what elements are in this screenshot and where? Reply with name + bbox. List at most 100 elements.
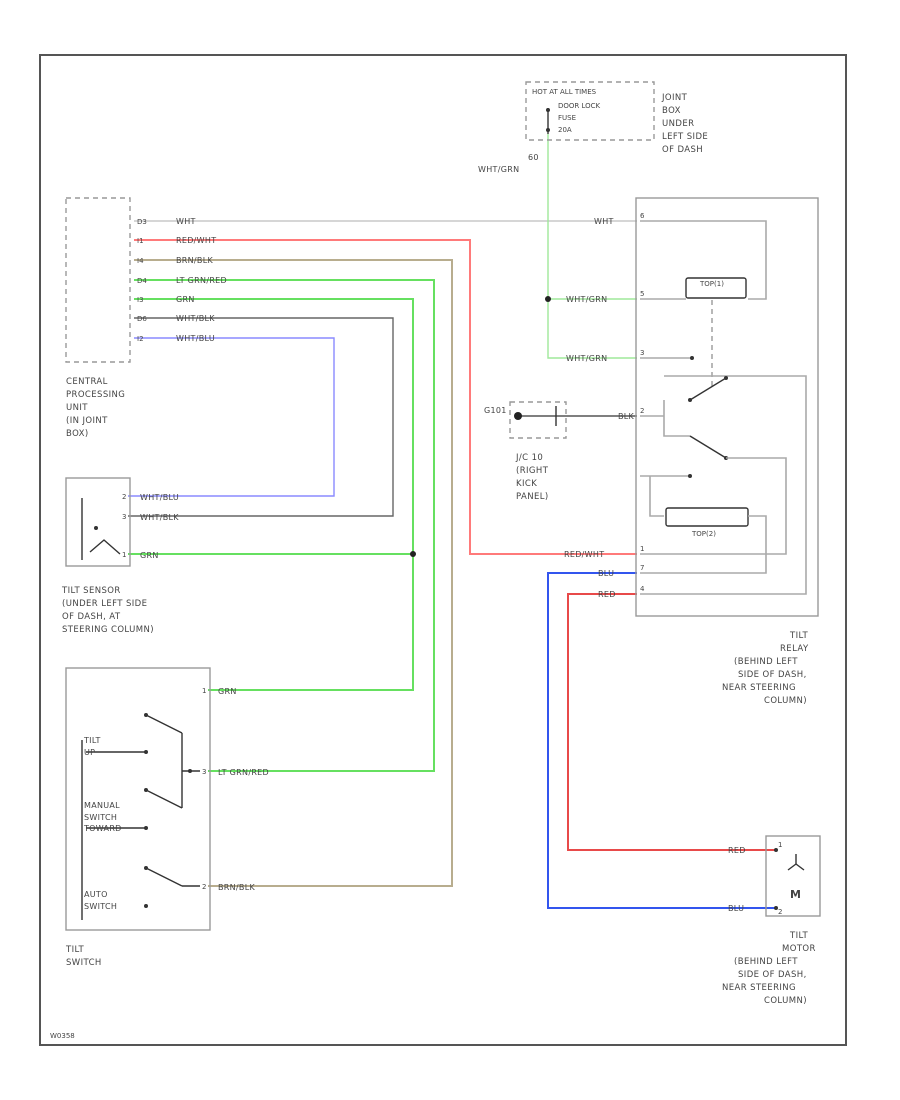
svg-text:M: M (790, 888, 801, 901)
relay-caption-3: (BEHIND LEFT (734, 657, 798, 667)
relay-caption-2: RELAY (780, 644, 809, 654)
svg-text:2: 2 (778, 908, 782, 916)
wire-cpu-i3-grn (134, 298, 414, 691)
svg-text:RED/WHT: RED/WHT (176, 236, 216, 245)
wire-cpu-i1-red-wht (134, 239, 637, 555)
fuse-location-2: BOX (662, 106, 681, 116)
svg-text:I3: I3 (137, 296, 144, 304)
switch-label-switch-1: SWITCH (84, 813, 117, 822)
svg-text:3: 3 (640, 349, 644, 357)
svg-text:2: 2 (640, 407, 644, 415)
fuse-wire-color: WHT/GRN (478, 165, 519, 174)
sensor-caption-3: OF DASH, AT (62, 612, 121, 622)
svg-text:3: 3 (122, 513, 126, 521)
relay-caption-4: SIDE OF DASH, (738, 670, 807, 680)
motor-caption-3: (BEHIND LEFT (734, 957, 798, 967)
sensor-pin-2: 2 WHT/BLU (122, 493, 179, 502)
splice-dot-grn (410, 551, 416, 557)
svg-text:WHT/BLU: WHT/BLU (176, 334, 215, 343)
cpu-caption-1: CENTRAL (66, 377, 108, 387)
fuse-location-5: OF DASH (662, 145, 703, 155)
cpu-pin-d4: D4 LT GRN/RED (137, 276, 227, 285)
relay-pin-2: 2 (640, 407, 644, 415)
central-processing-unit: D3 WHT I1 RED/WHT I4 BRN/BLK D4 LT GRN/R… (65, 197, 227, 439)
switch-caption-1: TILT (65, 945, 84, 955)
svg-text:BRN/BLK: BRN/BLK (218, 883, 255, 892)
switch-pin-2: 2 BRN/BLK (202, 883, 255, 892)
svg-text:I2: I2 (137, 335, 144, 343)
ground-caption-4: PANEL) (516, 492, 549, 502)
relay-pin-1: 1 RED/WHT (564, 545, 644, 559)
svg-text:BRN/BLK: BRN/BLK (176, 256, 213, 265)
cpu-caption-4: (IN JOINT (66, 416, 108, 426)
svg-text:1: 1 (202, 687, 206, 695)
fuse-location-4: LEFT SIDE (662, 132, 708, 142)
svg-text:7: 7 (640, 564, 644, 572)
svg-text:WHT/BLK: WHT/BLK (140, 513, 179, 522)
diagram-frame (39, 54, 847, 1046)
ground-junction: G101 BLK J/C 10 (RIGHT KICK PANEL) (484, 401, 635, 502)
relay-coil-top1: TOP(1) (699, 280, 724, 288)
motor-caption-2: MOTOR (782, 944, 816, 954)
svg-text:D3: D3 (137, 218, 147, 226)
wire-cpu-d6-wht-blk (128, 317, 394, 517)
svg-text:I1: I1 (137, 237, 144, 245)
relay-caption-5: NEAR STEERING (722, 683, 796, 693)
svg-text:1: 1 (122, 551, 126, 559)
svg-text:D6: D6 (137, 315, 147, 323)
fuse-location-1: JOINT (661, 93, 688, 103)
svg-text:WHT: WHT (176, 217, 196, 226)
ground-label: G101 (484, 406, 507, 415)
sensor-caption-1: TILT SENSOR (61, 586, 121, 596)
svg-text:6: 6 (640, 212, 645, 220)
relay-pin-5: 5 WHT/GRN (566, 290, 644, 304)
svg-text:RED: RED (598, 590, 616, 599)
fuse-location-3: UNDER (662, 119, 694, 129)
cpu-pin-d3: D3 WHT (137, 217, 196, 226)
ground-caption-3: KICK (516, 479, 537, 489)
motor-pin-2: 2 BLU (728, 904, 782, 916)
wire-fuse-wht-grn (547, 134, 637, 359)
svg-text:GRN: GRN (176, 295, 195, 304)
svg-text:4: 4 (640, 585, 645, 593)
relay-pin-6: 6 WHT (594, 212, 645, 226)
relay-pin-4: 4 RED (598, 585, 645, 599)
svg-text:3: 3 (202, 768, 206, 776)
svg-text:1: 1 (640, 545, 644, 553)
svg-text:WHT/BLK: WHT/BLK (176, 314, 215, 323)
wire-cpu-i4-brn-blk (134, 259, 453, 887)
wire-relay-red-motor (567, 593, 775, 851)
motor-pin-1: 1 RED (728, 841, 782, 855)
motor-caption-1: TILT (789, 931, 808, 941)
relay-pin-3: 3 WHT/GRN (566, 349, 644, 363)
svg-text:GRN: GRN (140, 551, 159, 560)
wire-cpu-i2-wht-blu (128, 337, 335, 497)
svg-text:I4: I4 (137, 257, 144, 265)
diagram-code: W0358 (50, 1032, 75, 1040)
svg-text:1: 1 (778, 841, 782, 849)
cpu-pin-i1: I1 RED/WHT (137, 236, 216, 245)
svg-text:LT GRN/RED: LT GRN/RED (176, 276, 227, 285)
relay-coil-top2: TOP(2) (691, 530, 716, 538)
cpu-caption-3: UNIT (66, 403, 88, 413)
motor-caption-4: SIDE OF DASH, (738, 970, 807, 980)
ground-caption-1: J/C 10 (515, 453, 543, 463)
cpu-pin-i3: I3 GRN (137, 295, 195, 304)
svg-text:2: 2 (122, 493, 126, 501)
cpu-pin-i4: I4 BRN/BLK (137, 256, 213, 265)
sensor-pin-3: 3 WHT/BLK (122, 513, 179, 522)
switch-caption-2: SWITCH (66, 958, 102, 968)
svg-text:BLU: BLU (728, 904, 744, 913)
sensor-pin-1: 1 GRN (122, 551, 159, 560)
motor-caption-6: COLUMN) (764, 996, 807, 1006)
relay-caption-1: TILT (789, 631, 808, 641)
relay-caption-6: COLUMN) (764, 696, 807, 706)
relay-wire-blk: BLK (618, 412, 635, 421)
switch-pin-1: 1 GRN (202, 687, 236, 696)
fuse-box: HOT AT ALL TIMES DOOR LOCK FUSE 20A JOIN… (478, 81, 708, 174)
cpu-caption-2: PROCESSING (66, 390, 125, 400)
fuse-wire-id: 60 (528, 153, 539, 162)
fuse-name: DOOR LOCK (558, 102, 601, 110)
svg-text:WHT: WHT (594, 217, 614, 226)
